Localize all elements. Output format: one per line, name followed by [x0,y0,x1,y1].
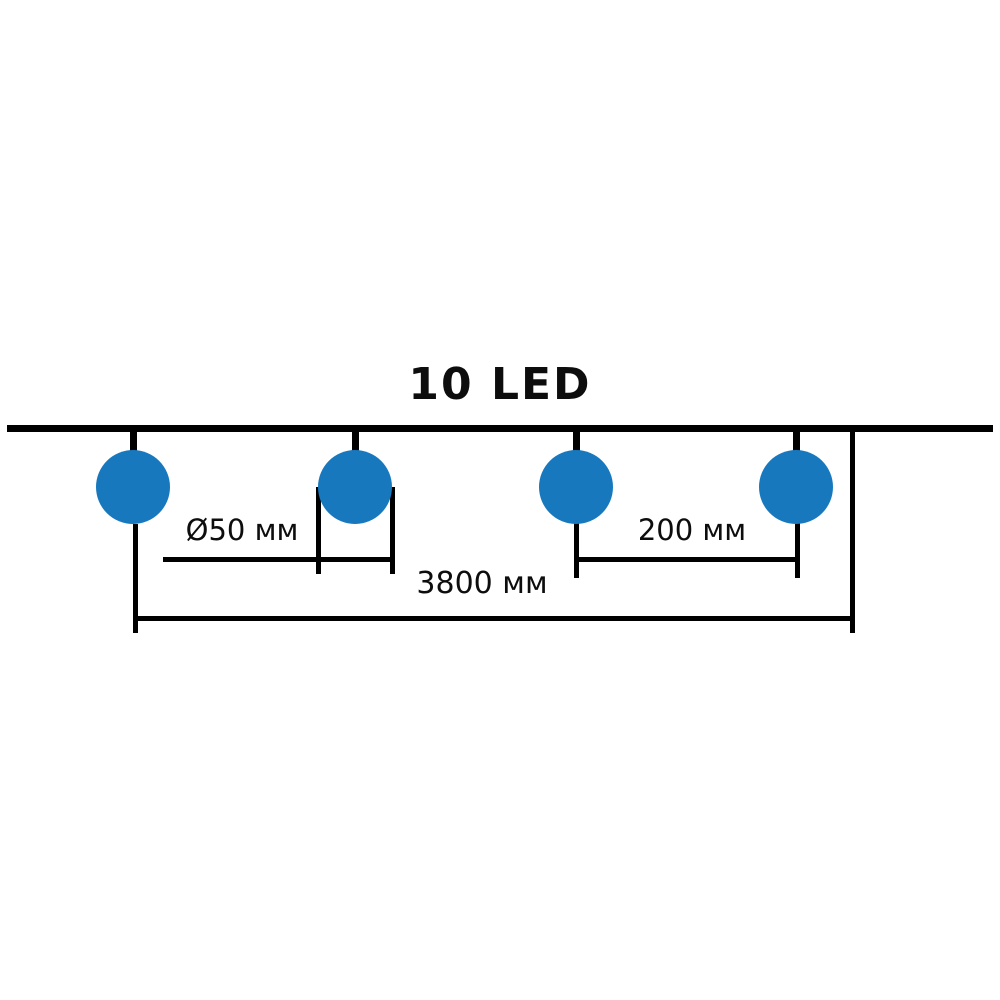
bulb-diameter-tick-right [389,487,395,574]
total-length-extension-right [849,432,855,633]
led-bulb [318,450,392,524]
bulb-stem [351,430,359,454]
led-bulb [539,450,613,524]
garland-wire [7,425,993,432]
led-bulb [759,450,833,524]
bulb-diameter-tick-left [315,487,321,574]
led-bulb [96,450,170,524]
total-length-dimension-line [133,616,854,621]
total-length-extension-left [132,524,138,633]
bulb-spacing-dimension-line [574,557,799,562]
total-length-label: 3800 мм [416,566,548,601]
bulb-diameter-label: Ø50 мм [185,513,299,547]
bulb-stem [572,430,580,454]
diagram-title: 10 LED [408,359,592,410]
bulb-spacing-tick-right [794,519,800,578]
bulb-spacing-label: 200 мм [637,513,747,547]
bulb-stem [129,430,137,454]
bulb-diameter-dimension-line [163,557,394,562]
bulb-stem [792,430,800,454]
bulb-spacing-tick-left [573,519,579,578]
